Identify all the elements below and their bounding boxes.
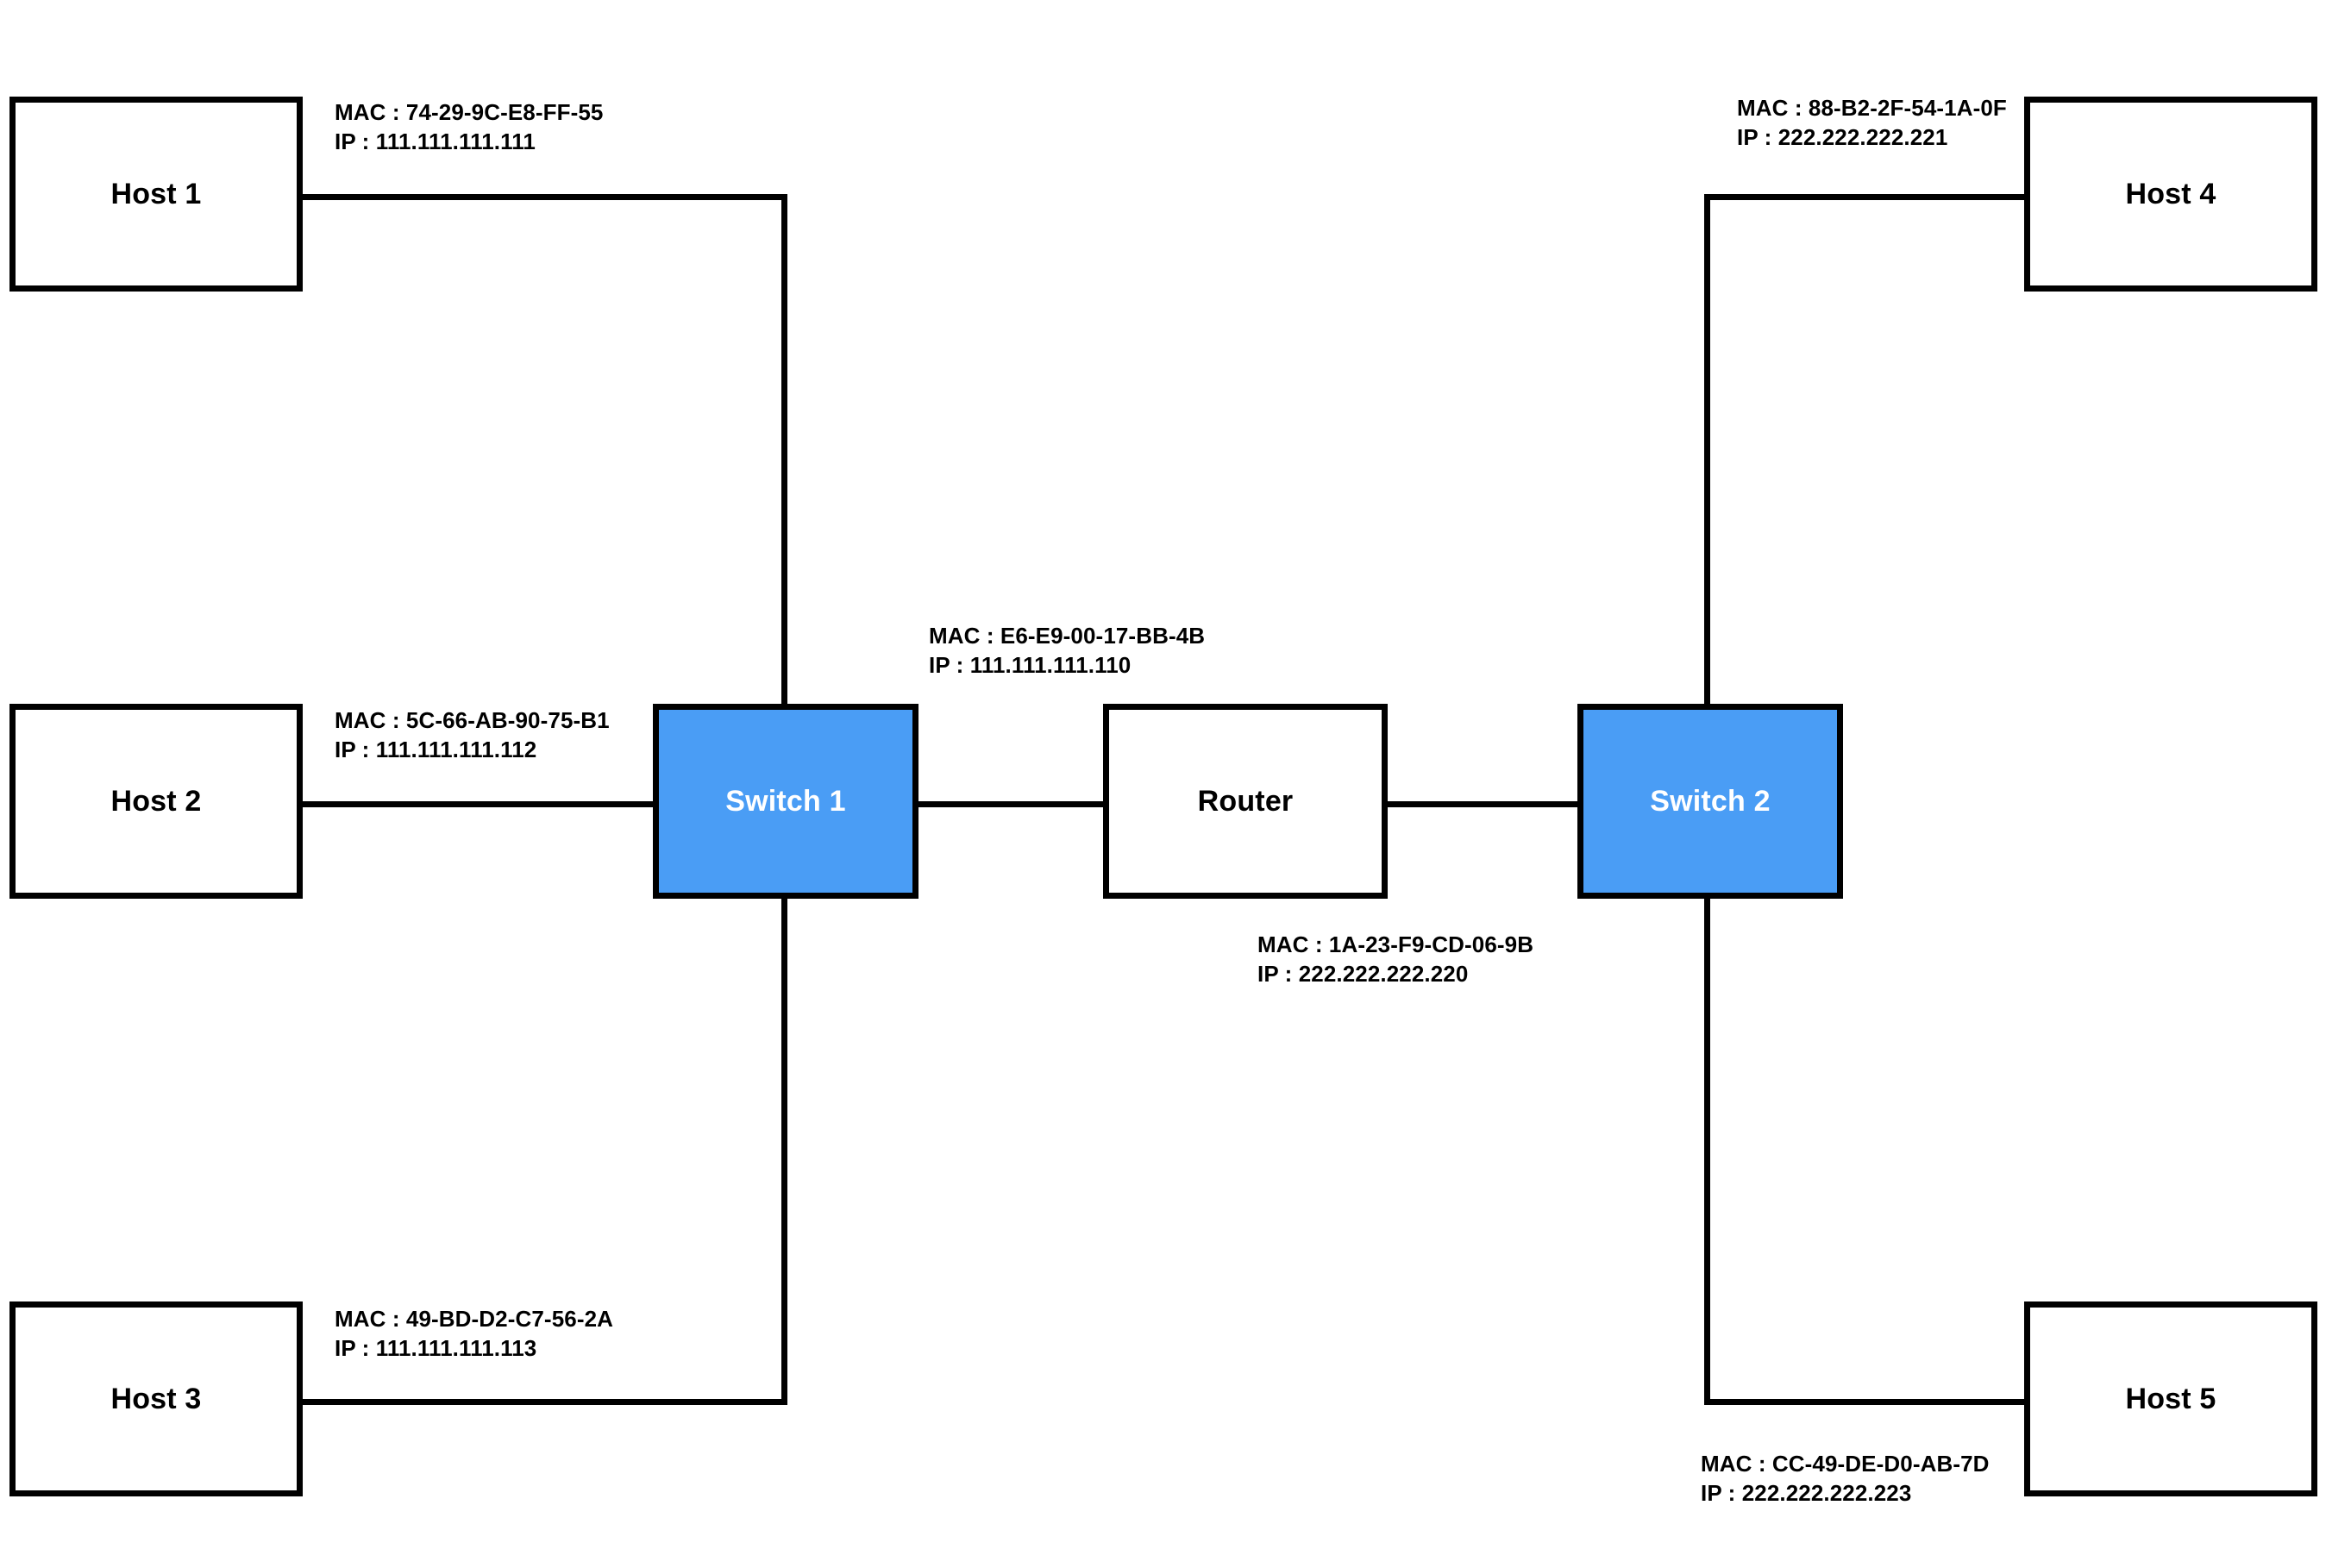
node-switch-2[interactable]: Switch 2 xyxy=(1577,704,1843,899)
node-switch-1[interactable]: Switch 1 xyxy=(653,704,918,899)
node-router[interactable]: Router xyxy=(1103,704,1388,899)
node-host-3[interactable]: Host 3 xyxy=(9,1301,303,1496)
annotation-host-4-ip: IP : 222.222.222.221 xyxy=(1737,124,1948,150)
wire-host3-to-trunk xyxy=(298,1399,787,1405)
node-router-label: Router xyxy=(1197,784,1294,818)
annotation-host-3: MAC : 49-BD-D2-C7-56-2A IP : 111.111.111… xyxy=(335,1304,613,1363)
annotation-host-5-ip: IP : 222.222.222.223 xyxy=(1701,1480,1912,1506)
node-host-5[interactable]: Host 5 xyxy=(2024,1301,2317,1496)
annotation-router-left-interface: MAC : E6-E9-00-17-BB-4B IP : 111.111.111… xyxy=(929,621,1205,680)
annotation-host-5-mac: MAC : CC-49-DE-D0-AB-7D xyxy=(1701,1451,1990,1477)
node-switch-1-label: Switch 1 xyxy=(725,784,846,818)
node-host-4[interactable]: Host 4 xyxy=(2024,97,2317,292)
wire-trunk-to-host4 xyxy=(1704,194,2028,200)
node-switch-2-label: Switch 2 xyxy=(1650,784,1771,818)
node-host-2-label: Host 2 xyxy=(110,784,202,818)
annotation-host-2: MAC : 5C-66-AB-90-75-B1 IP : 111.111.111… xyxy=(335,706,610,764)
wire-switch1-to-router xyxy=(915,801,1103,807)
annotation-host-1-ip: IP : 111.111.111.111 xyxy=(335,129,536,154)
annotation-host-1: MAC : 74-29-9C-E8-FF-55 IP : 111.111.111… xyxy=(335,97,603,156)
wire-host1-to-trunk xyxy=(298,194,787,200)
annotation-router-left-ip: IP : 111.111.111.110 xyxy=(929,652,1132,678)
node-host-2[interactable]: Host 2 xyxy=(9,704,303,899)
annotation-router-right-ip: IP : 222.222.222.220 xyxy=(1257,961,1469,987)
annotation-host-4: MAC : 88-B2-2F-54-1A-0F IP : 222.222.222… xyxy=(1737,93,2007,152)
annotation-host-3-mac: MAC : 49-BD-D2-C7-56-2A xyxy=(335,1306,614,1332)
annotation-host-3-ip: IP : 111.111.111.113 xyxy=(335,1335,537,1361)
annotation-host-2-ip: IP : 111.111.111.112 xyxy=(335,737,537,762)
node-host-4-label: Host 4 xyxy=(2125,177,2216,210)
annotation-router-left-mac: MAC : E6-E9-00-17-BB-4B xyxy=(929,623,1206,649)
node-host-3-label: Host 3 xyxy=(110,1382,202,1415)
wire-router-to-switch2 xyxy=(1388,801,1577,807)
annotation-host-5: MAC : CC-49-DE-D0-AB-7D IP : 222.222.222… xyxy=(1701,1449,1990,1508)
annotation-router-right-interface: MAC : 1A-23-F9-CD-06-9B IP : 222.222.222… xyxy=(1257,930,1533,988)
wire-host2-to-switch1 xyxy=(298,801,653,807)
node-host-5-label: Host 5 xyxy=(2125,1382,2216,1415)
annotation-router-right-mac: MAC : 1A-23-F9-CD-06-9B xyxy=(1257,931,1534,957)
node-host-1-label: Host 1 xyxy=(110,177,202,210)
annotation-host-2-mac: MAC : 5C-66-AB-90-75-B1 xyxy=(335,707,610,733)
annotation-host-4-mac: MAC : 88-B2-2F-54-1A-0F xyxy=(1737,95,2007,121)
node-host-1[interactable]: Host 1 xyxy=(9,97,303,292)
wire-trunk-to-host5 xyxy=(1704,1399,2028,1405)
annotation-host-1-mac: MAC : 74-29-9C-E8-FF-55 xyxy=(335,99,604,125)
